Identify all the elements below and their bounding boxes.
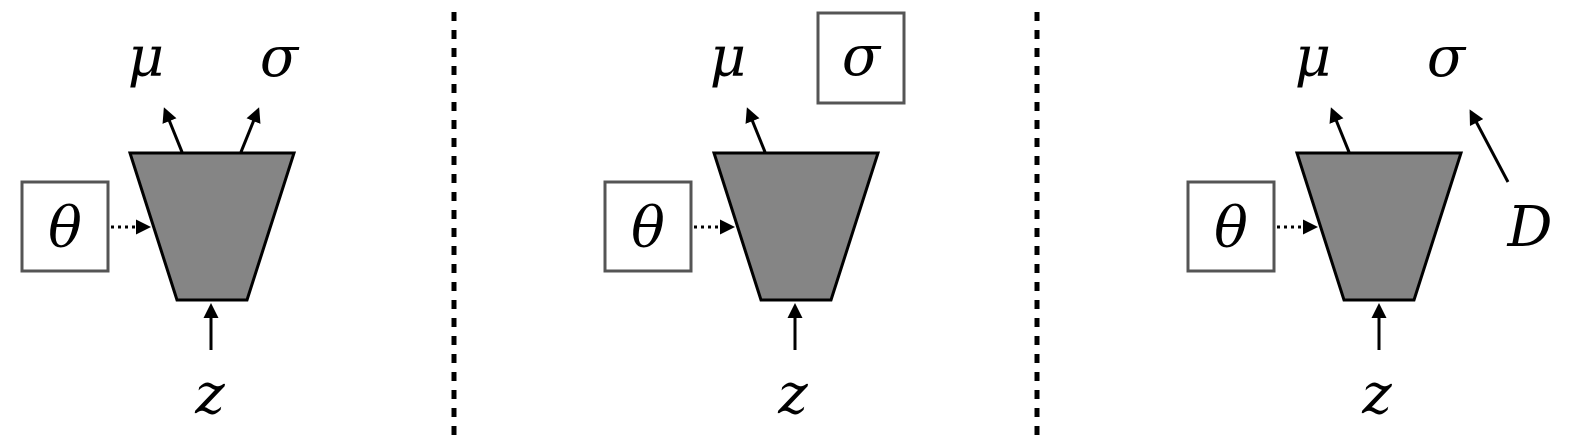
theta-label: θ [48, 196, 82, 261]
theta-box [20, 180, 110, 273]
theta-label: θ [631, 196, 665, 261]
z-label: z [777, 362, 808, 427]
data-to-sigma-arrow [1469, 109, 1510, 183]
mu-label: μ [128, 25, 164, 90]
sigma-output-arrow [239, 107, 261, 153]
panel-3: θ μ σ D z [1186, 25, 1553, 427]
theta-box [603, 180, 693, 273]
data-label: D [1507, 195, 1553, 260]
network-trapezoid [711, 151, 881, 302]
panel-1: θ μ σ z [20, 25, 300, 427]
sigma-label: σ [260, 25, 300, 90]
mu-output-arrow [745, 107, 767, 153]
mu-output-arrow [162, 107, 184, 153]
z-label: z [194, 362, 225, 427]
sigma-box [816, 11, 906, 105]
panel-2: θ μ σ z [603, 11, 906, 427]
network-trapezoid [1294, 151, 1464, 302]
mu-label: μ [1295, 25, 1331, 90]
sigma-label: σ [842, 24, 882, 89]
sigma-label: σ [1427, 25, 1467, 90]
mu-output-arrow [1329, 107, 1351, 153]
network-trapezoid [127, 151, 297, 302]
z-label: z [1361, 362, 1392, 427]
theta-box [1186, 180, 1276, 273]
mu-label: μ [710, 25, 746, 90]
theta-label: θ [1214, 196, 1248, 261]
